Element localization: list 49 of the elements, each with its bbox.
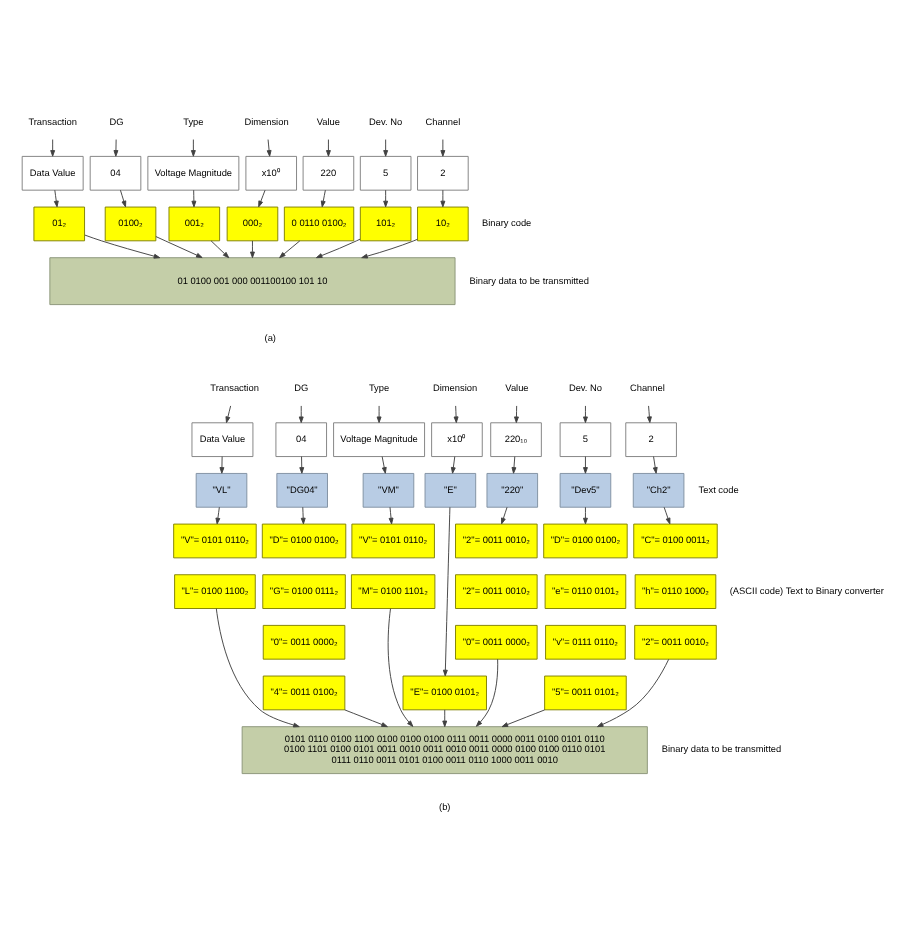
arrow <box>215 607 300 727</box>
arrow <box>215 505 221 524</box>
arrow <box>583 404 588 423</box>
arrow <box>388 505 394 524</box>
arrow <box>453 404 459 423</box>
arrow <box>279 239 301 258</box>
arrow <box>190 138 196 156</box>
arrow <box>383 188 389 207</box>
arrow <box>647 404 652 423</box>
arrow <box>113 138 119 156</box>
arrow <box>383 138 389 156</box>
arrow <box>299 455 305 473</box>
arrow <box>84 233 161 258</box>
arrow <box>191 188 197 207</box>
arrow <box>298 404 304 423</box>
arrow <box>583 455 588 473</box>
arrow <box>596 657 670 727</box>
arrow <box>442 708 448 727</box>
arrow <box>475 657 499 726</box>
arrow <box>266 138 272 156</box>
arrow <box>300 505 306 524</box>
arrow <box>501 505 508 524</box>
arrow <box>511 455 517 473</box>
arrow <box>225 404 232 423</box>
arrow <box>501 708 546 727</box>
arrow <box>250 239 255 258</box>
arrow <box>326 138 331 156</box>
arrow <box>450 455 456 473</box>
arrow <box>387 607 414 726</box>
arrow <box>663 505 671 524</box>
arrow <box>376 404 382 423</box>
arrow <box>53 188 59 207</box>
arrow <box>315 237 361 258</box>
arrow <box>119 188 127 207</box>
arrow <box>440 138 446 156</box>
arrow <box>381 455 387 473</box>
arrow <box>155 235 203 258</box>
arrow <box>320 188 326 207</box>
arrow <box>210 239 230 258</box>
arrow <box>514 404 519 423</box>
arrow <box>652 455 658 473</box>
arrow <box>440 188 446 207</box>
arrow <box>258 188 266 207</box>
arrow <box>442 505 451 676</box>
arrow <box>219 455 225 473</box>
arrow <box>583 505 588 524</box>
arrow <box>50 138 56 156</box>
arrow <box>344 708 388 727</box>
arrow <box>361 237 418 258</box>
